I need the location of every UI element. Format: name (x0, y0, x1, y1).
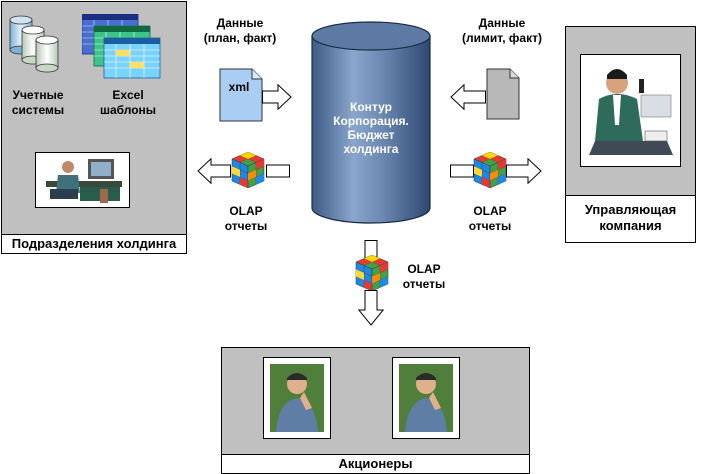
olap-cube-icon (470, 150, 510, 190)
arrow-olap-connector-right-icon (450, 164, 474, 178)
olap-reports-left-label: OLAP отчеты (224, 204, 268, 233)
holding-divisions-caption: Подразделения холдинга (1, 234, 187, 254)
shareholder-card-1 (263, 357, 331, 439)
accounting-systems-label: Учетные системы (11, 88, 65, 117)
corporate-budget-database-cylinder (311, 21, 431, 224)
manager-on-phone-icon (589, 69, 673, 155)
office-worker-at-desk-icon (46, 157, 122, 203)
arrow-down-to-shareholders-icon (358, 290, 384, 326)
arrow-olap-connector-icon (266, 164, 290, 178)
arrow-right-to-company-icon (506, 158, 542, 184)
data-limit-fact-label: Данные (лимит, факт) (462, 16, 542, 45)
xml-document-icon (219, 68, 263, 122)
shareholder-person-icon (270, 364, 324, 432)
shareholder-person-icon (399, 364, 453, 432)
shareholder-card-2 (392, 357, 460, 439)
olap-cube-icon (228, 150, 268, 190)
management-company-caption: Управляющая компания (565, 195, 696, 243)
gray-document-icon (486, 68, 520, 120)
cylinder-label: Контур Корпорация. Бюджет холдинга (333, 100, 409, 156)
manager-card (580, 54, 681, 167)
olap-reports-down-label: OLAP отчеты (402, 262, 446, 291)
arrow-right-to-center-icon (262, 84, 292, 110)
olap-cube-icon (352, 253, 392, 293)
olap-reports-right-label: OLAP отчеты (468, 204, 512, 233)
excel-templates-spreadsheet-icon (82, 14, 161, 79)
office-worker-card (35, 152, 130, 208)
arrow-left-to-divisions-icon (197, 158, 231, 184)
arrow-left-to-center-icon (450, 84, 486, 110)
excel-templates-label: Excel шаблоны (99, 88, 157, 117)
xml-document-label: xml (228, 80, 250, 94)
data-plan-fact-label: Данные (план, факт) (203, 16, 277, 45)
shareholders-caption: Акционеры (221, 454, 530, 474)
accounting-systems-database-icon (9, 15, 59, 73)
